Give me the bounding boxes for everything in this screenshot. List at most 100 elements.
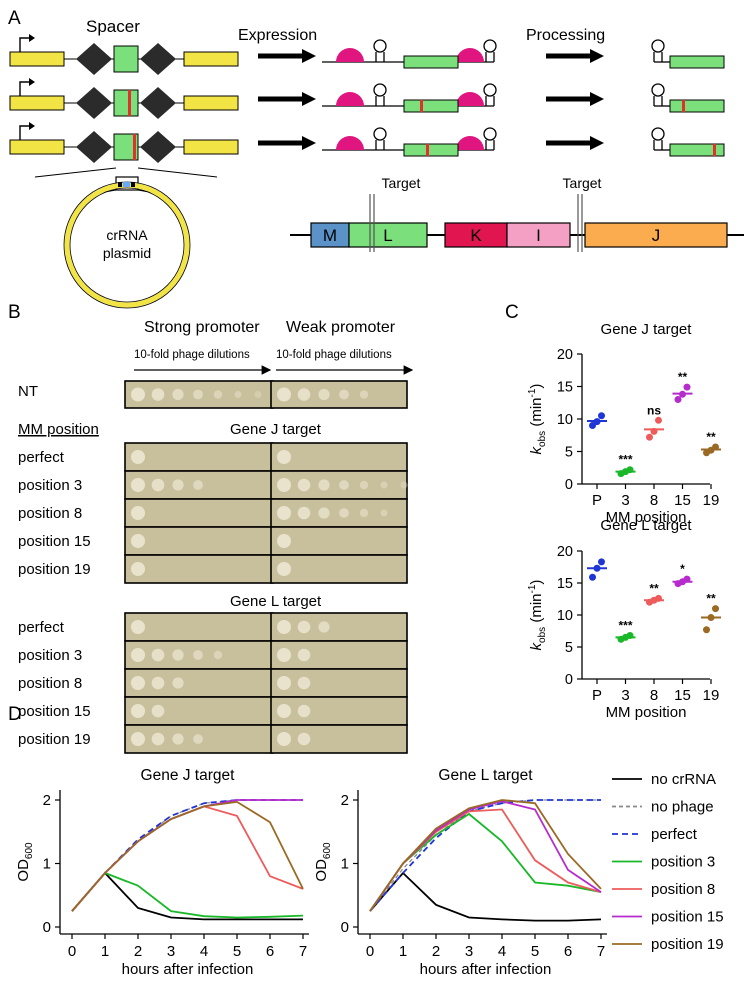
mature-spacer [669, 143, 725, 157]
data-point [712, 605, 719, 613]
phage-spot [151, 676, 165, 690]
data-point [593, 564, 601, 572]
hairpin-stem [485, 52, 495, 62]
repeat-diamond [76, 87, 112, 119]
phage-spot [131, 478, 145, 492]
x-axis-label: hours after infection [122, 961, 254, 978]
spot-assay-plates [124, 380, 408, 754]
row-label-j: position 19 [18, 561, 91, 578]
repeat-diamond [140, 87, 176, 119]
plate-j-weak [270, 526, 408, 556]
gene-K-label: K [470, 226, 482, 245]
chart-title: Gene J target [141, 767, 236, 784]
process-arrow-head [302, 92, 316, 106]
gene-M-label: M [323, 226, 337, 245]
plate-l-strong [124, 696, 274, 726]
phage-spot [297, 676, 311, 690]
gene-j-title-b: Gene J target [230, 421, 322, 438]
plate-l-strong [124, 668, 274, 698]
row-label-j: position 15 [18, 533, 91, 550]
y-axis-label: OD600 [313, 842, 333, 882]
phage-spot [213, 650, 223, 660]
process-arrow-shaft [546, 96, 592, 102]
hairpin-loop [483, 127, 497, 141]
x-tick-label: 1 [101, 943, 109, 960]
pre-crrna-transcripts [322, 39, 497, 157]
phage-spot [234, 391, 242, 398]
y-tick-label: 1 [43, 856, 51, 873]
series-line-no-phage [369, 799, 601, 912]
y-axis-label: kobs (min-1) [527, 384, 548, 455]
data-point [626, 631, 634, 639]
x-tick-label: 5 [531, 943, 539, 960]
strong-promoter-title: Strong promoter [144, 319, 260, 336]
phage-spot [277, 534, 291, 548]
hairpin-stem [653, 140, 663, 150]
phage-spot [172, 388, 184, 401]
phage-spot [131, 387, 145, 402]
process-arrow-shaft [258, 96, 304, 102]
x-axis-label: MM position [606, 704, 687, 721]
plate-j-strong [124, 442, 274, 472]
y-tick-label: 0 [565, 672, 573, 688]
weak-promoter-title: Weak promoter [286, 319, 396, 336]
process-arrow-head [302, 49, 316, 63]
x-tick-label: 4 [200, 943, 208, 960]
data-point [598, 412, 605, 420]
plate-nt-weak [270, 380, 408, 409]
phage-spot [359, 508, 369, 518]
phage-spot [254, 391, 262, 398]
dilutions-label-weak: 10-fold phage dilutions [276, 349, 392, 361]
promoter-arrow [19, 81, 32, 96]
phage-spot [339, 389, 349, 400]
mismatch-mark [128, 90, 131, 116]
process-arrow-shaft [258, 53, 304, 59]
hairpin-loop [483, 83, 497, 97]
y-tick-label: 10 [557, 608, 573, 624]
significance-label: * [680, 562, 685, 576]
hairpin-loop [651, 127, 665, 141]
x-tick-label: P [592, 687, 602, 704]
series-line-perfect [369, 799, 601, 912]
phage-spot [131, 676, 145, 690]
phage-spot [297, 704, 311, 718]
legend-label: position 19 [651, 936, 724, 953]
legend-label: position 15 [651, 909, 724, 926]
phage-spot [380, 509, 388, 517]
y-tick-label: 2 [43, 792, 51, 809]
hairpin-stem [485, 96, 495, 106]
phage-spot [131, 450, 145, 464]
x-tick-label: 8 [650, 687, 658, 704]
x-tick-label: 3 [621, 687, 629, 704]
gene-I-box [506, 222, 571, 248]
phage-spot [359, 390, 369, 399]
spacer-box [113, 89, 139, 117]
significance-label: *** [618, 453, 632, 467]
phage-spot [131, 704, 145, 718]
promoter-arrow-head [29, 78, 35, 86]
gene-L-box [348, 222, 428, 248]
phage-spot [172, 479, 184, 491]
x-tick-label: 19 [703, 687, 720, 704]
legend-label: perfect [651, 826, 698, 843]
significance-label: ** [678, 370, 688, 384]
x-tick-label: 4 [498, 943, 506, 960]
target-label-l: Target [382, 175, 421, 191]
phage-spot [213, 390, 223, 399]
promoter-arrow [19, 125, 32, 140]
phage-spot [297, 732, 311, 746]
repeat-flank-right [183, 51, 239, 67]
promoter-arrow-head [29, 34, 35, 42]
phage-spot [380, 481, 388, 489]
series-line-position-3 [71, 871, 304, 919]
significance-label: *** [618, 618, 632, 632]
plasmid-insert-dot-right [131, 182, 135, 187]
repeat-diamond [76, 131, 112, 163]
phage-spot [172, 677, 184, 689]
hairpin-loop [373, 83, 387, 97]
